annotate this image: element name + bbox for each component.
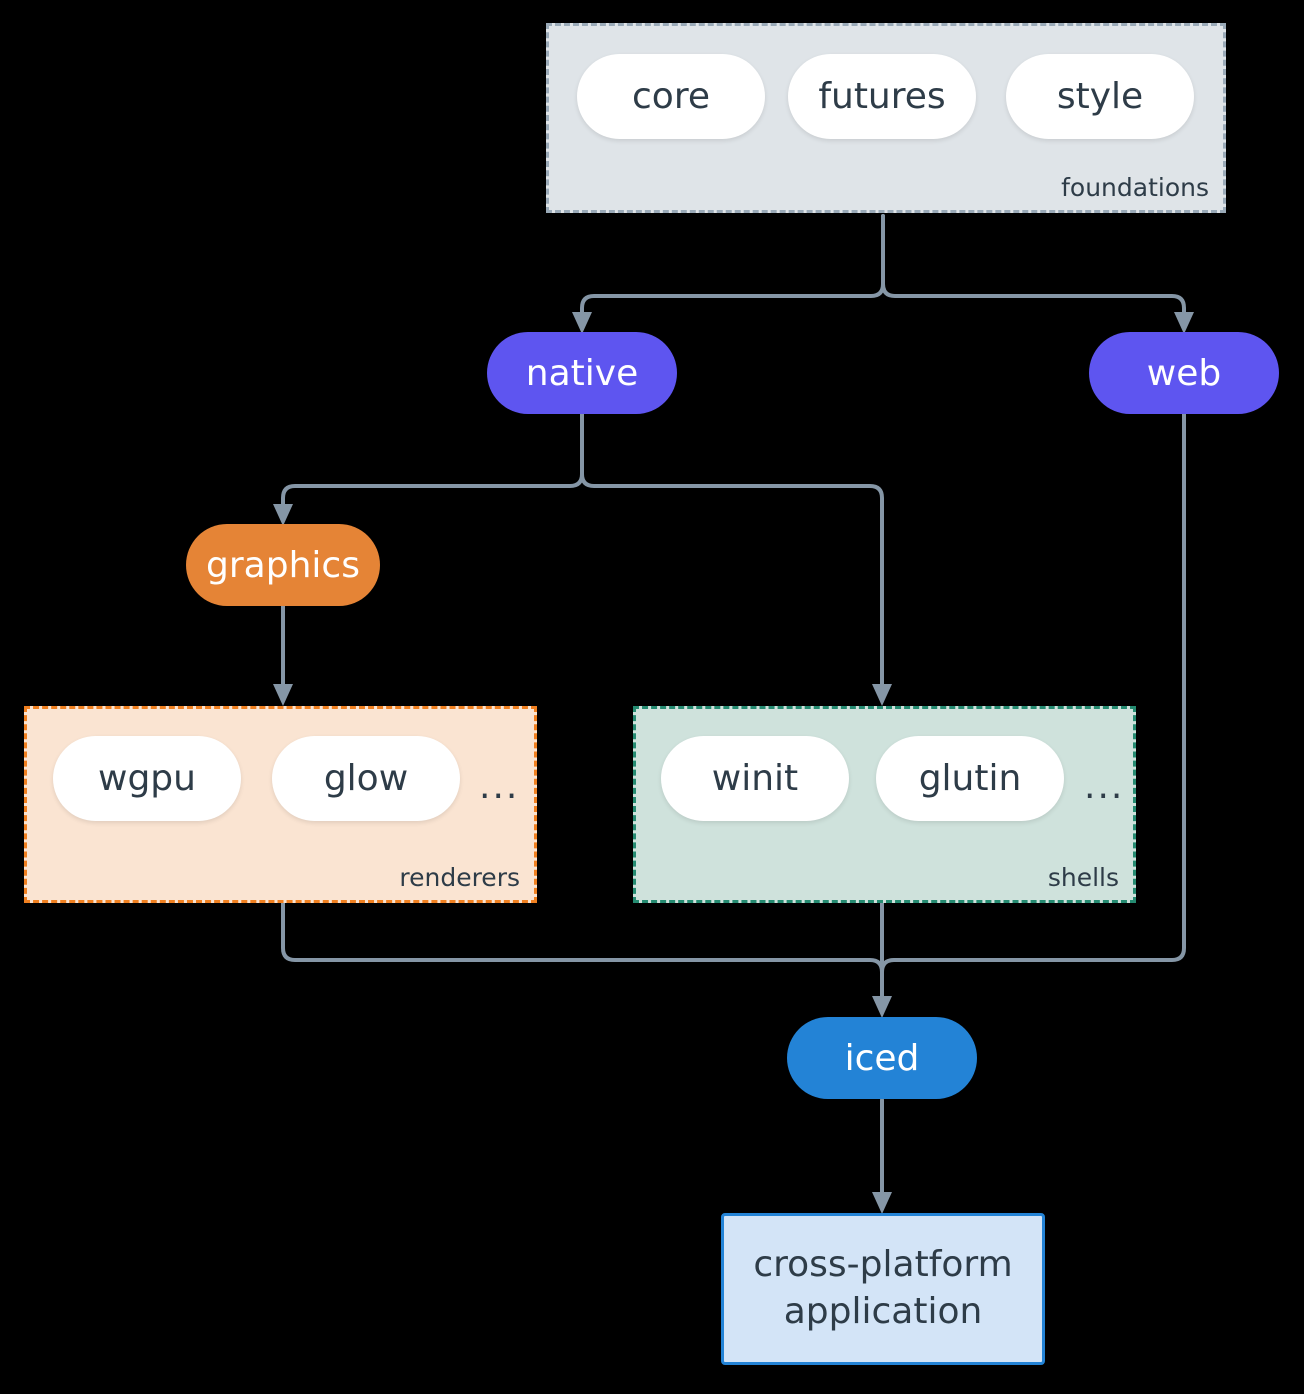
application-label-line2: application — [783, 1291, 983, 1332]
node-web[interactable]: web — [1089, 332, 1279, 414]
node-glutin-label: glutin — [918, 758, 1022, 799]
edge-renderers-to-iced — [281, 901, 884, 1002]
node-futures-label: futures — [818, 76, 946, 117]
shells-overflow-ellipsis: ... — [1084, 766, 1125, 807]
node-core[interactable]: core — [577, 54, 765, 139]
node-cross-platform-application[interactable]: cross-platform application — [721, 1213, 1045, 1365]
application-label-line1: cross-platform — [753, 1244, 1013, 1286]
node-winit[interactable]: winit — [661, 736, 849, 821]
node-iced-label: iced — [844, 1037, 920, 1079]
node-graphics-label: graphics — [206, 544, 360, 586]
node-web-label: web — [1146, 352, 1222, 394]
node-native[interactable]: native — [487, 332, 677, 414]
edge-native-to-shells — [580, 410, 892, 706]
group-shells-label: shells — [1047, 863, 1119, 892]
node-winit-label: winit — [711, 758, 799, 799]
renderers-overflow-ellipsis: ... — [479, 766, 520, 807]
group-shells: winit glutin ... shells — [633, 706, 1136, 903]
node-wgpu-label: wgpu — [98, 758, 196, 799]
edge-foundations-to-native — [572, 214, 885, 334]
node-native-label: native — [525, 352, 639, 394]
group-foundations: core futures style foundations — [546, 23, 1226, 213]
node-core-label: core — [632, 76, 710, 117]
node-wgpu[interactable]: wgpu — [53, 736, 241, 821]
node-iced[interactable]: iced — [787, 1017, 977, 1099]
node-graphics[interactable]: graphics — [186, 524, 380, 606]
node-futures[interactable]: futures — [788, 54, 976, 139]
node-glow[interactable]: glow — [272, 736, 460, 821]
edge-iced-to-application — [872, 1098, 892, 1214]
node-glow-label: glow — [323, 758, 409, 799]
group-foundations-label: foundations — [1061, 173, 1209, 202]
edge-foundations-to-web — [881, 214, 1194, 334]
node-style[interactable]: style — [1006, 54, 1194, 139]
edge-graphics-to-renderers — [273, 604, 293, 706]
node-style-label: style — [1056, 76, 1144, 117]
group-renderers-label: renderers — [399, 863, 520, 892]
edge-native-to-graphics — [273, 410, 584, 526]
group-renderers: wgpu glow ... renderers — [24, 706, 537, 903]
node-glutin[interactable]: glutin — [876, 736, 1064, 821]
edge-web-to-iced — [880, 410, 1186, 1002]
